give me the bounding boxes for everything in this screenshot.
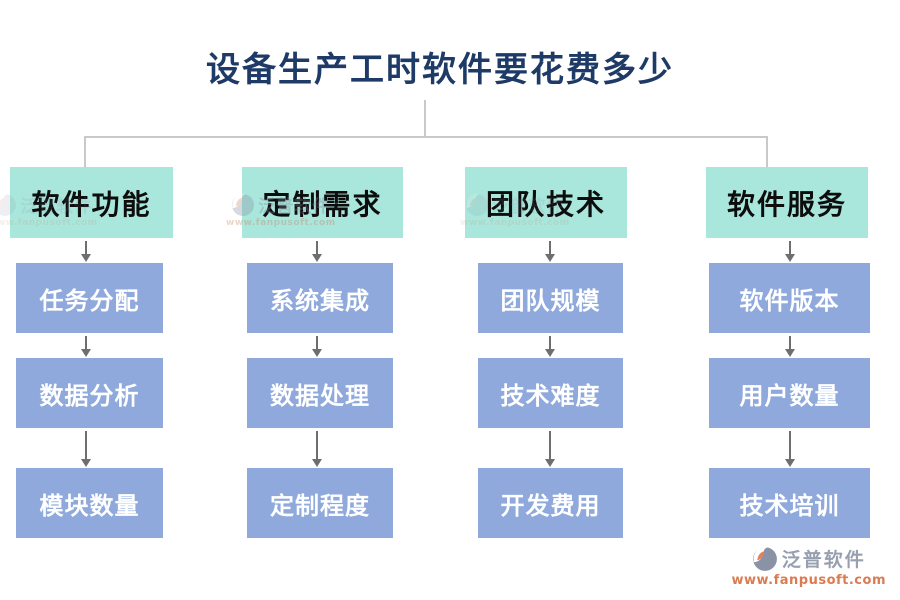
down-arrow: [312, 336, 322, 357]
down-arrow: [545, 431, 555, 467]
header-box-custom-requirements: 定制需求: [242, 167, 403, 238]
down-arrow: [81, 431, 91, 467]
down-arrow: [312, 431, 322, 467]
connector-right-drop: [766, 137, 768, 168]
down-arrow: [81, 336, 91, 357]
item-box-technical-training: 技术培训: [709, 468, 870, 538]
header-box-team-technology: 团队技术: [465, 167, 627, 238]
connector-title-stem: [424, 100, 426, 137]
item-box-task-allocation: 任务分配: [16, 263, 163, 333]
down-arrow: [545, 336, 555, 357]
item-box-tech-difficulty: 技术难度: [478, 358, 623, 428]
item-box-software-version: 软件版本: [709, 263, 870, 333]
connector-horizontal-line: [84, 136, 768, 138]
down-arrow: [785, 241, 795, 262]
brand-url: www.fanpusoft.com: [731, 573, 886, 588]
item-box-system-integration: 系统集成: [247, 263, 393, 333]
item-box-customization-level: 定制程度: [247, 468, 393, 538]
header-box-software-service: 软件服务: [706, 167, 868, 238]
fanpu-logo-icon: [752, 546, 777, 571]
down-arrow: [545, 241, 555, 262]
item-box-data-processing: 数据处理: [247, 358, 393, 428]
down-arrow: [312, 241, 322, 262]
brand-signature: 泛普软件 www.fanpusoft.com: [731, 545, 886, 588]
diagram-title: 设备生产工时软件要花费多少: [206, 50, 674, 90]
header-box-software-features: 软件功能: [10, 167, 173, 238]
down-arrow: [785, 336, 795, 357]
brand-name: 泛普软件: [781, 549, 866, 571]
down-arrow: [81, 241, 91, 262]
item-box-development-cost: 开发费用: [478, 468, 623, 538]
item-box-user-count: 用户数量: [709, 358, 870, 428]
down-arrow: [785, 431, 795, 467]
item-box-team-size: 团队规模: [478, 263, 623, 333]
item-box-data-analysis: 数据分析: [16, 358, 163, 428]
item-box-module-count: 模块数量: [16, 468, 163, 538]
connector-left-drop: [84, 137, 86, 168]
